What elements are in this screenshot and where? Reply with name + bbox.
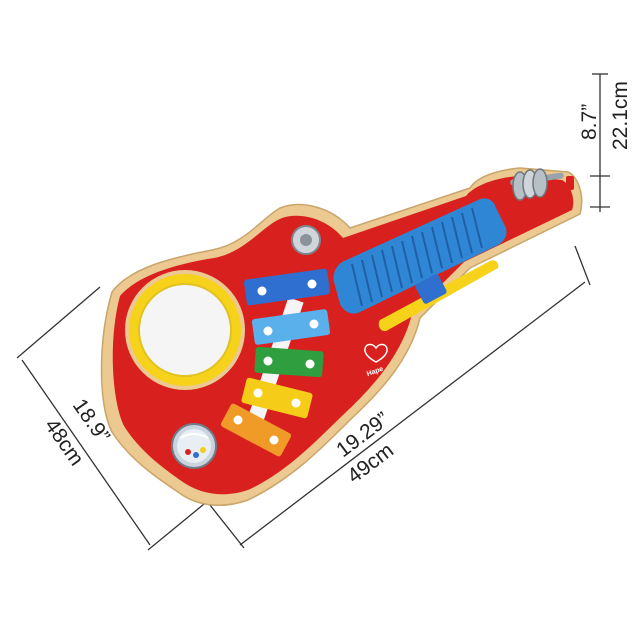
xylophone [220, 268, 331, 457]
width-dimension-line [21, 359, 151, 546]
neck-grip [333, 198, 507, 332]
heart-leaf-icon [364, 343, 388, 363]
xylophone-key-orange[interactable] [220, 403, 292, 458]
neck-slider-knob[interactable] [414, 273, 447, 305]
silver-knob[interactable] [291, 225, 321, 255]
xylophone-key-yellow[interactable] [241, 377, 313, 419]
length-extension-bottom [205, 499, 245, 549]
xylophone-key-green[interactable] [254, 346, 324, 378]
xylophone-key-lightblue[interactable] [251, 309, 331, 345]
xylophone-key-blue[interactable] [243, 268, 331, 306]
length-extension-top [574, 245, 591, 286]
guitar-toy: Hape [100, 167, 583, 507]
height-inches-label: 8.7” [578, 104, 601, 140]
height-dimension: 8.7” 22.1cm [578, 73, 632, 212]
height-cm-label: 22.1cm [609, 81, 632, 150]
width-extension-top [16, 286, 101, 359]
neck-grip-ridges [351, 207, 483, 307]
head-spinner[interactable] [510, 168, 574, 201]
shaker-ball[interactable] [171, 423, 217, 469]
drum[interactable] [125, 270, 245, 390]
length-dimension-line [239, 281, 586, 546]
